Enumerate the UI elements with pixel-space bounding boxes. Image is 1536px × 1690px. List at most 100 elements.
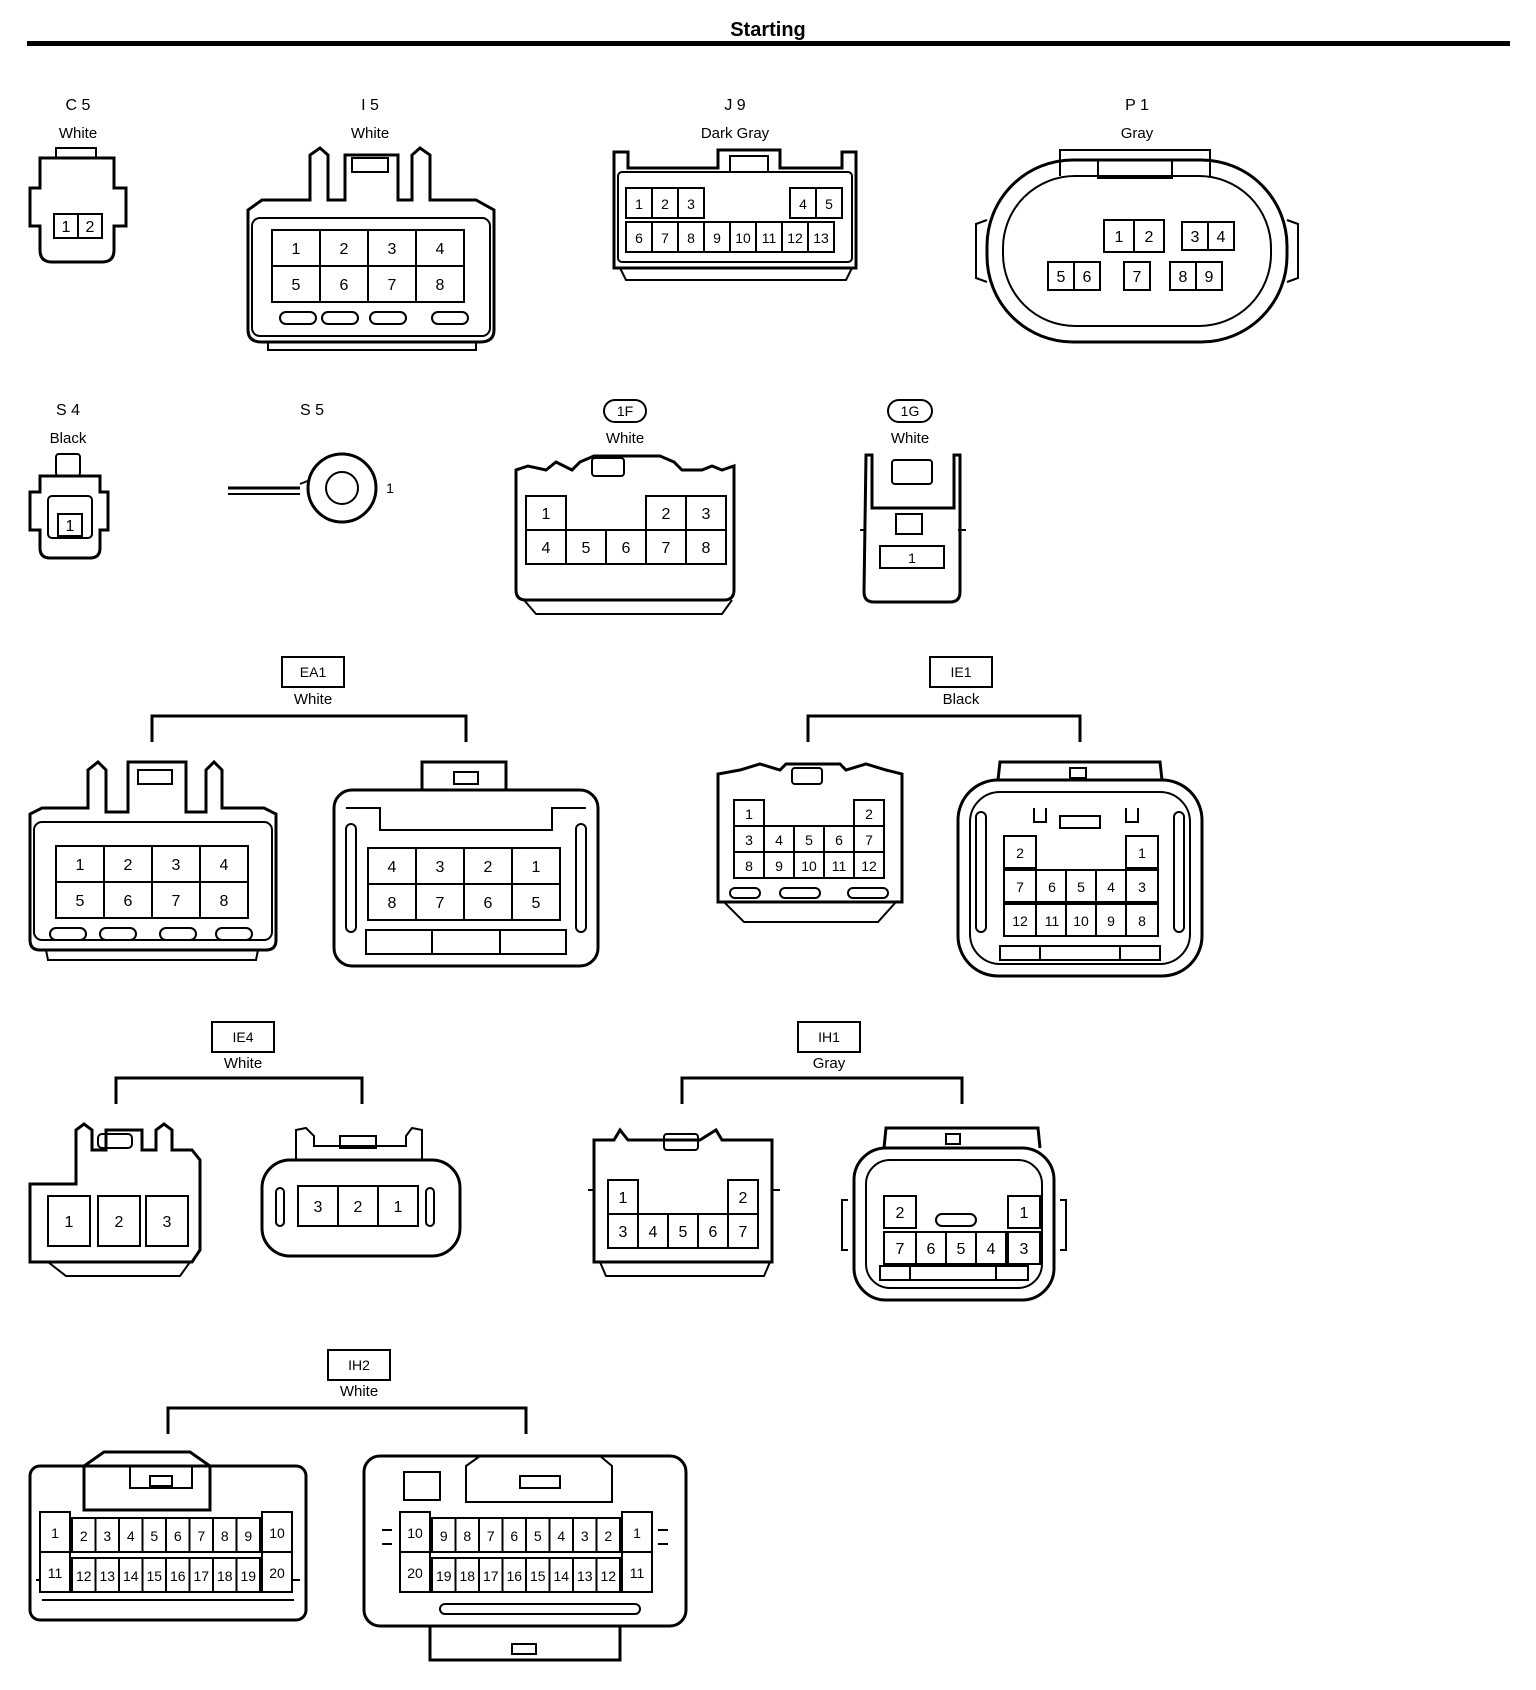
- pin-cell: [1125, 835, 1159, 869]
- pin-number: 2: [865, 806, 873, 822]
- pin-number: 1: [1020, 1205, 1029, 1222]
- pin-cell: [463, 883, 513, 921]
- pin-number: 2: [80, 1528, 88, 1544]
- pin-cell: [915, 1231, 947, 1265]
- pin-number: 13: [577, 1568, 593, 1584]
- code-badge: [929, 656, 993, 688]
- pin-cell: [1133, 219, 1165, 253]
- connector-code: IH1: [818, 1029, 840, 1045]
- pin-number: 14: [123, 1568, 139, 1584]
- pin-cell: [77, 213, 103, 239]
- connector-color: White: [224, 1055, 262, 1072]
- pin-number: 3: [702, 506, 711, 523]
- pin-number: 3: [172, 857, 181, 874]
- pin-number: 1: [292, 241, 301, 258]
- pin-cell: [1095, 903, 1127, 937]
- pin-cell: [677, 187, 705, 219]
- pin-number: 7: [739, 1224, 748, 1241]
- pin-number: 1: [1138, 845, 1146, 861]
- pin-number: 10: [735, 230, 751, 246]
- pin-cell: [733, 799, 765, 827]
- pin-cell: [1073, 261, 1101, 291]
- connector-code: IE4: [232, 1029, 253, 1045]
- pin-number: 1: [62, 219, 71, 236]
- connector-body: [28, 453, 110, 560]
- pin-cell: [103, 845, 153, 883]
- pin-number: 2: [115, 1214, 124, 1231]
- page-title: Starting: [730, 19, 806, 41]
- pin-cell: [525, 495, 567, 531]
- connector-color: White: [340, 1383, 378, 1400]
- pin-number: 3: [1020, 1241, 1029, 1258]
- pin-number: 13: [813, 230, 829, 246]
- pin-cell: [853, 851, 885, 879]
- pin-cell: [47, 1195, 91, 1247]
- connector-color: Black: [50, 430, 87, 447]
- pin-cell: [625, 187, 653, 219]
- pin-number: 2: [484, 859, 493, 876]
- pin-cell: [1065, 869, 1097, 903]
- pin-number: 11: [48, 1565, 63, 1581]
- pin-number: 1: [66, 518, 75, 535]
- pin-cell: [151, 881, 201, 919]
- connector-code: P 1: [1125, 97, 1149, 114]
- pin-cell: [1035, 869, 1069, 903]
- code-badge: [327, 1349, 391, 1381]
- code-badge: [797, 1021, 861, 1053]
- pin-number: 7: [172, 893, 181, 910]
- pin-cell: [883, 1231, 917, 1265]
- pin-number: 9: [1205, 269, 1214, 286]
- pin-number: 2: [86, 219, 95, 236]
- pin-number: 4: [542, 540, 551, 557]
- pin-grid: 1: [879, 545, 945, 569]
- pin-number: 5: [805, 832, 813, 848]
- pin-number: 8: [1138, 913, 1146, 929]
- pin-cell: [815, 187, 843, 219]
- connector-body-left: [588, 1127, 780, 1277]
- pin-number: 12: [1012, 913, 1028, 929]
- pin-cell: [261, 1511, 293, 1553]
- connector-s4: S 4 Black 1: [28, 402, 110, 560]
- pin-number: 4: [220, 857, 229, 874]
- pin-cell: [271, 265, 321, 303]
- connector-body-left: [28, 1122, 202, 1277]
- pin-number: 9: [775, 858, 783, 874]
- pin-cell: [297, 1185, 339, 1227]
- pin-cell: [763, 851, 795, 879]
- pin-cell: [685, 529, 727, 565]
- pin-number: 2: [354, 1199, 363, 1216]
- pin-number: 20: [407, 1565, 423, 1581]
- code-badge: [281, 656, 345, 688]
- pin-number: 3: [619, 1224, 628, 1241]
- pair-bracket: [680, 1076, 964, 1104]
- pin-number: 19: [240, 1568, 256, 1584]
- pin-cell: [781, 221, 809, 253]
- connector-code: S 5: [300, 402, 324, 419]
- connector-code: EA1: [300, 664, 327, 680]
- pin-number: 17: [483, 1568, 499, 1584]
- pin-number: 9: [713, 230, 721, 246]
- pin-cell: [883, 1195, 917, 1229]
- pin-number: 8: [388, 895, 397, 912]
- pair-bracket: [150, 714, 468, 742]
- pin-number: 6: [484, 895, 493, 912]
- pin-number: 9: [244, 1528, 252, 1544]
- pin-number: 5: [679, 1224, 688, 1241]
- pin-number: 7: [1133, 269, 1142, 286]
- pin-cell: [763, 825, 795, 853]
- pin-number: 9: [1107, 913, 1115, 929]
- connector-body-left: [716, 762, 904, 923]
- pin-number: 1: [908, 550, 916, 566]
- pin-number: 6: [174, 1528, 182, 1544]
- pin-cell: [1003, 835, 1037, 869]
- pin-cell: [637, 1213, 669, 1249]
- pin-cell: [261, 1551, 293, 1593]
- pin-number: 4: [1107, 879, 1115, 895]
- pin-number: 18: [459, 1568, 475, 1584]
- pin-number: 3: [163, 1214, 172, 1231]
